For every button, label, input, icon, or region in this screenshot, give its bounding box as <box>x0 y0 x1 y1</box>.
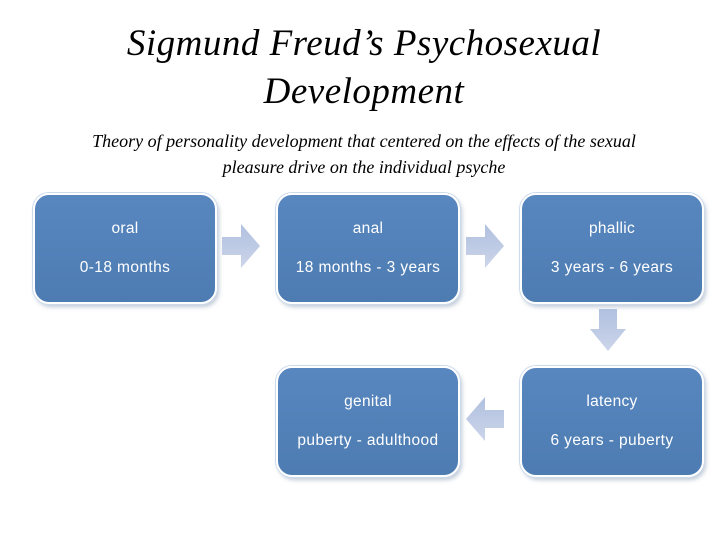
stage-name: phallic <box>588 220 636 237</box>
stage-box-anal: anal 18 months - 3 years <box>276 193 460 304</box>
stage-box-oral: oral 0-18 months <box>33 193 217 304</box>
slide-title: Sigmund Freud’s Psychosexual Development <box>126 23 602 113</box>
arrow-right-icon <box>466 224 504 268</box>
arrow-down-icon <box>590 309 626 351</box>
stage-range: 3 years - 6 years <box>550 259 674 276</box>
stage-range: 6 years - puberty <box>550 432 674 449</box>
stage-name: oral <box>111 220 139 237</box>
stage-name: anal <box>352 220 384 237</box>
stage-box-phallic: phallic 3 years - 6 years <box>520 193 704 304</box>
stage-box-genital: genital puberty - adulthood <box>276 366 460 477</box>
stage-range: 18 months - 3 years <box>295 259 441 276</box>
arrow-left-icon <box>466 397 504 441</box>
stage-name: latency <box>586 393 638 410</box>
arrow-right-icon <box>222 224 260 268</box>
stage-range: puberty - adulthood <box>297 432 439 449</box>
stage-box-latency: latency 6 years - puberty <box>520 366 704 477</box>
stage-name: genital <box>344 393 392 410</box>
stage-range: 0-18 months <box>79 259 171 276</box>
slide-subtitle: Theory of personality development that c… <box>92 131 636 177</box>
